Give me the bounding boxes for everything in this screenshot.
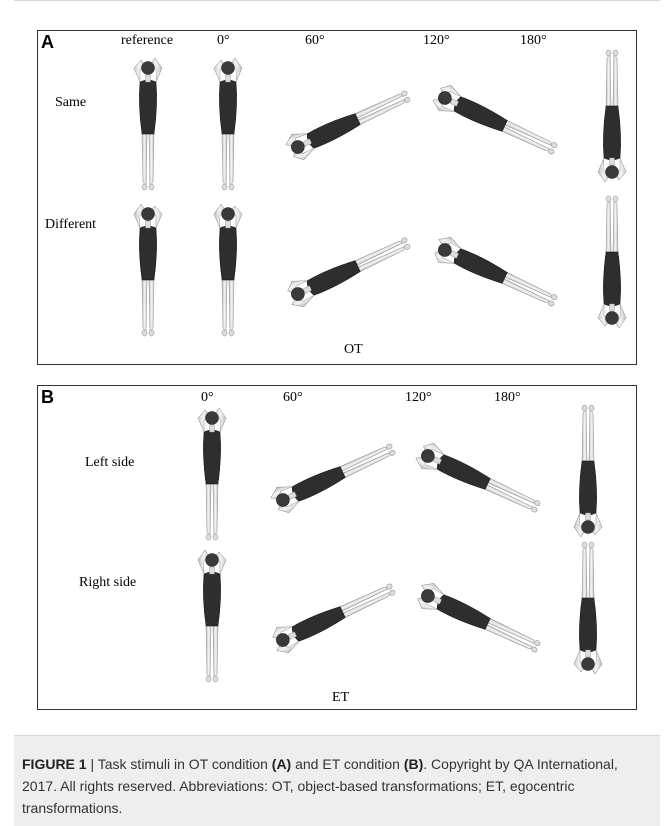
swimsuit-figure-icon — [214, 58, 242, 190]
swimsuit-figure-icon — [598, 196, 626, 328]
swimsuit-figure-icon — [283, 230, 414, 311]
swimsuit-figure-icon — [430, 81, 561, 162]
swimsuit-figure-icon — [134, 58, 162, 190]
swimsuit-figure-icon — [413, 579, 544, 660]
swimsuit-figure-icon — [283, 83, 414, 164]
swimsuit-figure-icon — [268, 576, 399, 657]
caption-text-1: Task stimuli in OT condition — [98, 756, 272, 772]
caption-figure-label: FIGURE 1 — [22, 756, 87, 772]
caption-ref-b: (B) — [404, 756, 423, 772]
swimsuit-figure-icon — [574, 405, 602, 537]
swimsuit-figure-icon — [413, 439, 544, 520]
swimsuit-figure-icon — [268, 436, 399, 517]
caption-separator: | — [87, 756, 98, 772]
swimsuit-figure-icon — [598, 50, 626, 182]
caption-ref-a: (A) — [272, 756, 291, 772]
swimsuit-figure-icon — [134, 204, 162, 336]
swimsuit-figure-icon — [430, 233, 561, 314]
swimsuit-figure-icon — [198, 408, 226, 540]
stimulus-figures — [0, 0, 664, 735]
figure-caption: FIGURE 1 | Task stimuli in OT condition … — [22, 753, 652, 819]
caption-text-2: and ET condition — [291, 756, 404, 772]
swimsuit-figure-icon — [574, 542, 602, 674]
swimsuit-figure-icon — [214, 204, 242, 336]
swimsuit-figure-icon — [198, 550, 226, 682]
